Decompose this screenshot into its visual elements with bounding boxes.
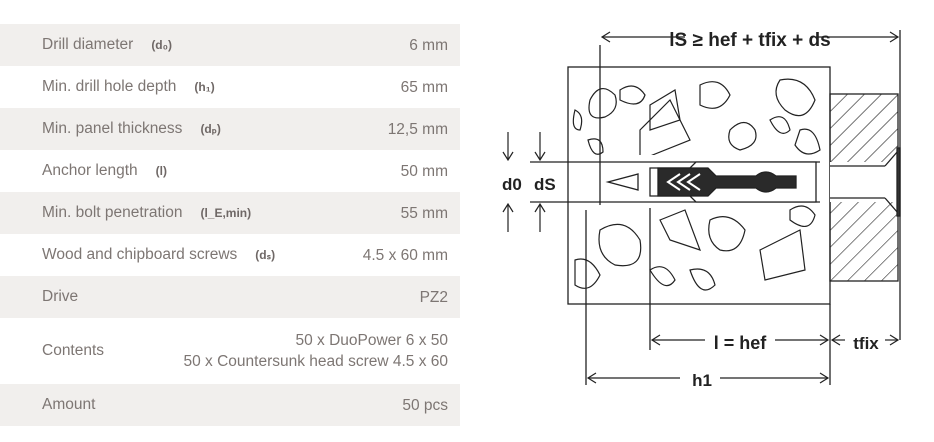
spec-label: Wood and chipboard screws xyxy=(42,246,238,263)
spec-label: Anchor length xyxy=(42,162,138,179)
spec-symbol: (d₀) xyxy=(151,38,173,52)
spec-row-anchor-length: Anchor length (l) 50 mm xyxy=(0,150,460,192)
anchor-core xyxy=(657,167,797,197)
spec-label: Min. drill hole depth xyxy=(42,78,177,95)
spec-label: Contents xyxy=(42,342,105,359)
aggregate-stones xyxy=(572,78,821,291)
chevrons xyxy=(666,173,701,191)
spec-symbol: (l) xyxy=(155,164,167,178)
d0-label: d0 xyxy=(502,175,522,194)
spec-value: 50 mm xyxy=(400,162,448,180)
spec-value: 50 pcs xyxy=(402,396,448,414)
spec-row-drill-hole-depth: Min. drill hole depth (h₁) 65 mm xyxy=(0,66,460,108)
spec-label: Drive xyxy=(42,288,79,305)
spec-table: Drill diameter (d₀) 6 mm Min. drill hole d… xyxy=(0,24,460,426)
spec-symbol: (dₛ) xyxy=(255,248,276,262)
spec-label: Amount xyxy=(42,396,96,413)
spec-label: Min. bolt penetration xyxy=(42,204,183,221)
spec-value: 12,5 mm xyxy=(387,120,448,138)
ls-formula-label: lS ≥ hef + tfix + ds xyxy=(669,30,830,51)
spec-row-drive: Drive PZ2 xyxy=(0,276,460,318)
spec-label: Drill diameter xyxy=(42,36,134,53)
spec-row-amount: Amount 50 pcs xyxy=(0,384,460,426)
spec-symbol: (dₚ) xyxy=(200,122,221,136)
spec-row-screws: Wood and chipboard screws (dₛ) 4.5 x 60 mm xyxy=(0,234,460,276)
spec-value: 65 mm xyxy=(400,78,448,96)
spec-value: PZ2 xyxy=(419,288,448,306)
dimension-lines xyxy=(502,31,900,384)
contents-line: 50 x DuoPower 6 x 50 xyxy=(295,332,448,349)
spec-symbol: (h₁) xyxy=(194,80,215,94)
spec-symbol: (l_E,min) xyxy=(200,206,252,220)
spec-row-bolt-penetration: Min. bolt penetration (l_E,min) 55 mm xyxy=(0,192,460,234)
countersink xyxy=(884,150,899,214)
installation-diagram: lS ≥ hef + tfix + ds l = hef tfix h1 d0 … xyxy=(502,30,901,390)
spec-value: 50 x DuoPower 6 x 50 50 x Countersunk hea… xyxy=(183,330,448,372)
anchor-length-label: l = hef xyxy=(714,333,768,353)
h1-label: h1 xyxy=(692,371,712,390)
spec-value: 6 mm xyxy=(409,36,448,54)
contents-line: 50 x Countersunk head screw 4.5 x 60 xyxy=(183,353,448,370)
tfix-label: tfix xyxy=(853,334,879,353)
screw-tip xyxy=(605,173,639,191)
spec-row-contents: Contents 50 x DuoPower 6 x 50 50 x Counter… xyxy=(0,318,460,384)
spec-row-panel-thickness: Min. panel thickness (dₚ) 12,5 mm xyxy=(0,108,460,150)
spec-value: 4.5 x 60 mm xyxy=(362,246,448,264)
ds-label: dS xyxy=(534,175,556,194)
spec-row-drill-diameter: Drill diameter (d₀) 6 mm xyxy=(0,24,460,66)
spec-value: 55 mm xyxy=(400,204,448,222)
spec-label: Min. panel thickness xyxy=(42,120,183,137)
